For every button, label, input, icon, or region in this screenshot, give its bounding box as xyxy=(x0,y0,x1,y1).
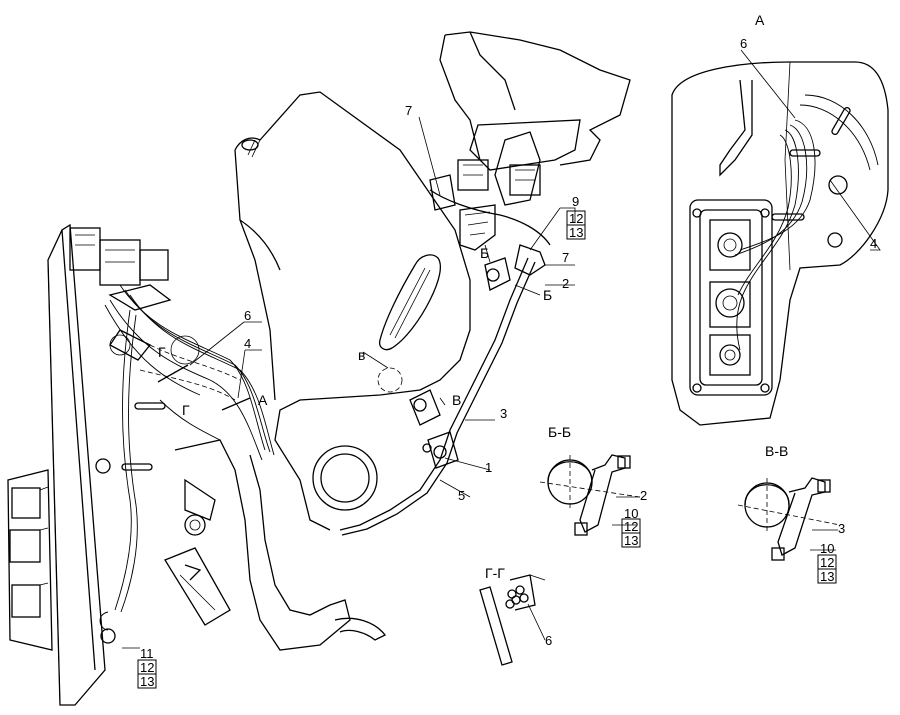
section-b-marker-left: Б xyxy=(480,245,489,261)
callout-10-vv: 10 xyxy=(820,541,834,556)
view-a-marker: А xyxy=(258,392,268,408)
section-v-marker-right: В xyxy=(452,392,461,408)
hose-line xyxy=(339,244,546,536)
callout-labels: 7 9 12 13 7 2 3 1 5 6 4 11 12 13 6 4 2 1… xyxy=(140,36,877,689)
section-gg-detail xyxy=(479,574,546,666)
callout-7-right: 7 xyxy=(562,250,569,265)
callout-12-c: 12 xyxy=(624,519,638,534)
callout-11: 11 xyxy=(140,646,154,661)
callout-3-vv: 3 xyxy=(838,521,845,536)
callout-2-bb: 2 xyxy=(640,488,647,503)
callout-4-left: 4 xyxy=(244,336,251,351)
callout-12-d: 12 xyxy=(820,555,834,570)
callout-10-bb: 10 xyxy=(624,506,638,521)
section-v-marker-left: в xyxy=(358,347,365,363)
callout-6-gg: 6 xyxy=(545,633,552,648)
callout-7-top: 7 xyxy=(405,103,412,118)
view-a-detail xyxy=(671,61,889,426)
callout-1: 1 xyxy=(485,460,492,475)
boxed-callouts xyxy=(137,210,837,689)
callout-13-c: 13 xyxy=(624,533,638,548)
leader-lines xyxy=(122,49,881,649)
brake-pedal xyxy=(164,439,386,651)
view-a-title: А xyxy=(755,12,765,28)
callout-13-a: 13 xyxy=(569,225,583,240)
callout-13-d: 13 xyxy=(820,569,834,584)
section-g-marker-top: Г xyxy=(158,344,166,360)
section-bb-detail xyxy=(539,454,641,536)
steering-column-housing xyxy=(234,91,471,531)
section-labels: А А Б Б Б-Б в В В-В Г Г Г-Г xyxy=(158,12,788,581)
wiring-harness-left xyxy=(99,284,275,631)
callout-6-view-a: 6 xyxy=(740,36,747,51)
callout-12-b: 12 xyxy=(140,660,154,675)
callout-4-view-a: 4 xyxy=(870,236,877,251)
section-vv-title: В-В xyxy=(765,443,788,459)
callout-9: 9 xyxy=(572,194,579,209)
callout-3-main: 3 xyxy=(500,406,507,421)
callout-2-main: 2 xyxy=(562,276,569,291)
callout-6-left: 6 xyxy=(244,308,251,323)
section-gg-title: Г-Г xyxy=(485,565,505,581)
console-upper xyxy=(429,31,631,251)
callout-5: 5 xyxy=(458,488,465,503)
section-b-marker-right: Б xyxy=(543,287,552,303)
callout-13-b: 13 xyxy=(140,674,154,689)
lever-handle xyxy=(377,254,441,393)
left-cab-panel xyxy=(7,223,172,706)
cable-ties-left xyxy=(121,364,251,471)
section-g-marker-bottom: Г xyxy=(182,402,190,418)
section-vv-detail xyxy=(737,477,841,561)
callout-12-a: 12 xyxy=(569,211,583,226)
section-bb-title: Б-Б xyxy=(548,424,571,440)
